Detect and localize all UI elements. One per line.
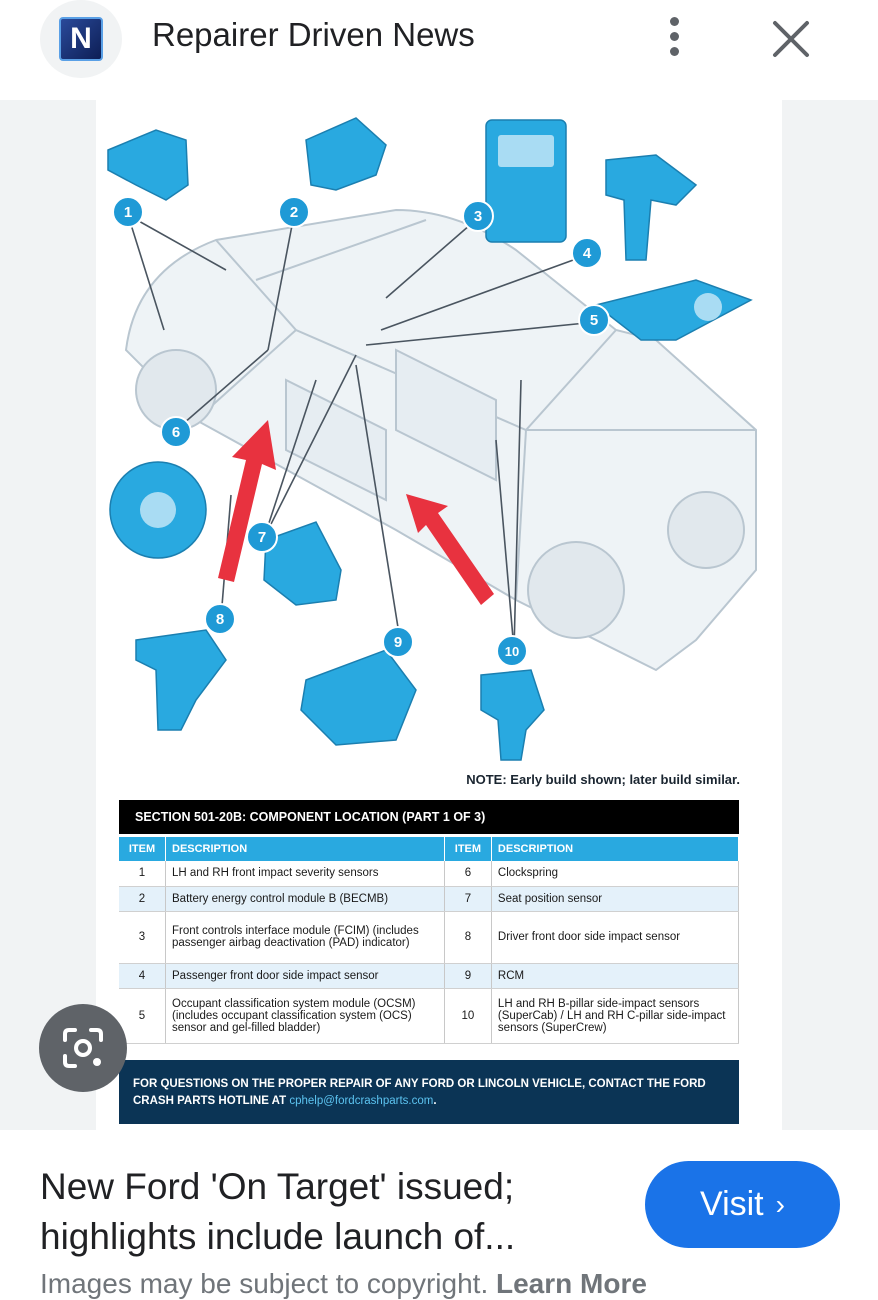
col-header: DESCRIPTION [165, 837, 445, 861]
copyright-notice: Images may be subject to copyright. Lear… [40, 1268, 647, 1300]
callout-8: 8 [204, 603, 236, 635]
component-location-poster: 1 2 3 4 5 6 7 8 9 10 NOTE: Early build s… [96, 100, 782, 1130]
callout-3: 3 [462, 200, 494, 232]
image-viewer[interactable]: 1 2 3 4 5 6 7 8 9 10 NOTE: Early build s… [0, 100, 878, 1130]
logo-letter: N [59, 17, 103, 61]
section-title: SECTION 501-20B: COMPONENT LOCATION (PAR… [119, 800, 739, 834]
item-description: Occupant classification system module (O… [165, 988, 445, 1044]
copyright-text: Images may be subject to copyright. [40, 1268, 489, 1299]
col-header: DESCRIPTION [491, 837, 740, 861]
lens-search-icon[interactable] [39, 1004, 127, 1092]
hotline-email: cphelp@fordcrashparts.com [289, 1095, 434, 1107]
item-number: 2 [119, 886, 166, 912]
item-description: Battery energy control module B (BECMB) [165, 886, 445, 912]
site-logo[interactable]: N [40, 0, 122, 78]
svg-text:9: 9 [394, 634, 402, 651]
table-header-row: ITEM DESCRIPTION ITEM DESCRIPTION [119, 837, 740, 861]
item-number: 1 [119, 861, 166, 887]
table-row: 3 Front controls interface module (FCIM)… [119, 911, 740, 964]
svg-text:5: 5 [590, 312, 598, 329]
hotline-period: . [433, 1095, 437, 1107]
diagram-note: NOTE: Early build shown; later build sim… [466, 772, 740, 787]
item-description: Clockspring [491, 861, 740, 887]
header-bar: N Repairer Driven News [0, 0, 878, 100]
item-description: Front controls interface module (FCIM) (… [165, 911, 445, 964]
svg-text:8: 8 [216, 611, 224, 628]
callout-1: 1 [112, 196, 144, 228]
site-name[interactable]: Repairer Driven News [152, 16, 475, 53]
item-number: 9 [444, 963, 492, 989]
svg-text:6: 6 [172, 424, 180, 441]
visit-label: Visit [700, 1185, 764, 1223]
callout-9: 9 [382, 626, 414, 658]
item-description: LH and RH B-pillar side-impact sensors (… [491, 988, 740, 1044]
item-description: Driver front door side impact sensor [491, 911, 740, 964]
visit-button[interactable]: Visit › [645, 1161, 840, 1248]
item-description: Seat position sensor [491, 886, 740, 912]
truck-diagram: 1 2 3 4 5 6 7 8 9 10 [107, 117, 757, 761]
col-header: ITEM [119, 837, 166, 861]
component-table: ITEM DESCRIPTION ITEM DESCRIPTION 1 LH a… [119, 837, 740, 1044]
hotline-footer: FOR QUESTIONS ON THE PROPER REPAIR OF AN… [119, 1060, 739, 1124]
item-description: Passenger front door side impact sensor [165, 963, 445, 989]
item-description: RCM [491, 963, 740, 989]
callout-7: 7 [246, 521, 278, 553]
learn-more-link[interactable]: Learn More [496, 1268, 647, 1299]
table-row: 2 Battery energy control module B (BECMB… [119, 886, 740, 912]
table-row: 4 Passenger front door side impact senso… [119, 963, 740, 989]
svg-text:2: 2 [290, 204, 298, 221]
callout-5: 5 [578, 304, 610, 336]
svg-text:4: 4 [583, 245, 592, 262]
callout-6: 6 [160, 416, 192, 448]
item-number: 5 [119, 988, 166, 1044]
result-headline[interactable]: New Ford 'On Target' issued; highlights … [40, 1166, 516, 1257]
item-number: 10 [444, 988, 492, 1044]
item-number: 7 [444, 886, 492, 912]
svg-text:3: 3 [474, 208, 482, 225]
item-number: 3 [119, 911, 166, 964]
callout-10: 10 [496, 635, 528, 667]
item-description: LH and RH front impact severity sensors [165, 861, 445, 887]
table-row: 5 Occupant classification system module … [119, 988, 740, 1044]
table-row: 1 LH and RH front impact severity sensor… [119, 861, 740, 887]
item-number: 6 [444, 861, 492, 887]
col-header: ITEM [444, 837, 492, 861]
chevron-right-icon: › [775, 1188, 785, 1220]
more-vert-icon[interactable] [654, 14, 694, 62]
callout-4: 4 [571, 237, 603, 269]
svg-text:1: 1 [124, 204, 132, 221]
svg-text:10: 10 [505, 644, 519, 659]
callout-2: 2 [278, 196, 310, 228]
svg-text:7: 7 [258, 529, 266, 546]
close-icon[interactable] [770, 18, 812, 60]
item-number: 8 [444, 911, 492, 964]
item-number: 4 [119, 963, 166, 989]
hotline-text: FOR QUESTIONS ON THE PROPER REPAIR OF AN… [133, 1078, 706, 1107]
